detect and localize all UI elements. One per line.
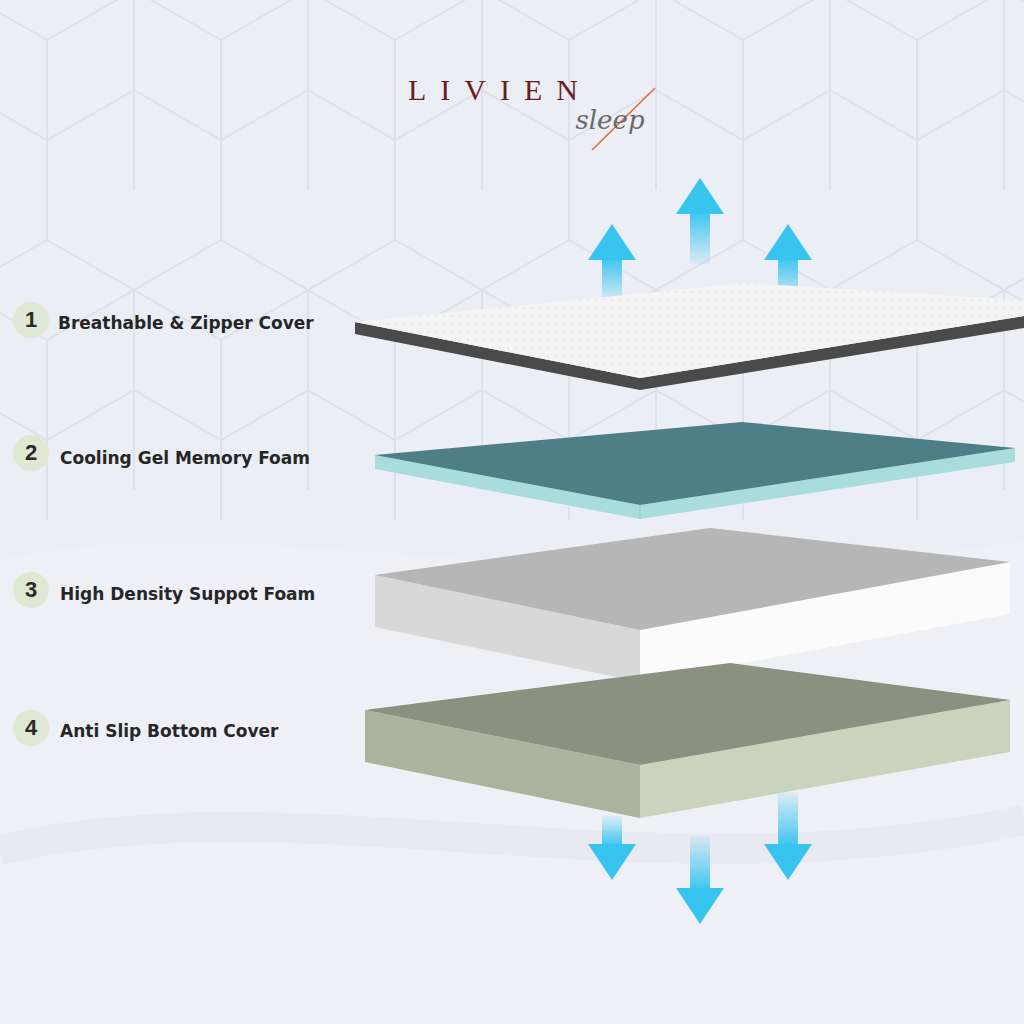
callout-circle: 2 — [13, 435, 49, 471]
layer-label: High Density Suppot Foam — [60, 584, 315, 604]
brand-logo: LIVIEN — [408, 73, 592, 107]
layer-label: Cooling Gel Memory Foam — [60, 448, 310, 468]
layer-label: Breathable & Zipper Cover — [58, 313, 314, 333]
callout-number: 1 — [25, 307, 37, 333]
layer-label: Anti Slip Bottom Cover — [60, 721, 278, 741]
callout-number: 2 — [25, 440, 37, 466]
callout-circle: 4 — [13, 710, 49, 746]
callout-number: 4 — [25, 715, 37, 741]
callout-number: 3 — [25, 577, 37, 603]
brand-subtitle: sleep — [575, 105, 644, 135]
callout-circle: 3 — [13, 572, 49, 608]
callout-circle: 1 — [13, 302, 49, 338]
